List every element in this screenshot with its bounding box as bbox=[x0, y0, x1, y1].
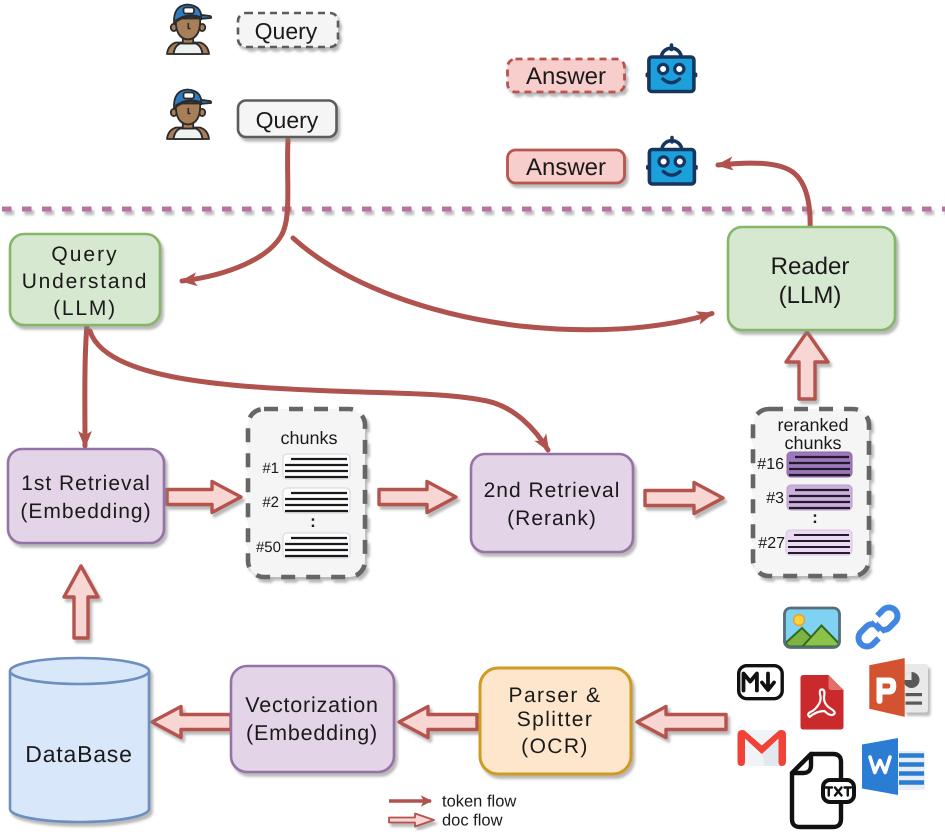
svg-text:(Rerank): (Rerank) bbox=[507, 507, 597, 530]
svg-text:2nd Retrieval: 2nd Retrieval bbox=[484, 479, 621, 502]
svg-text:(OCR): (OCR) bbox=[521, 735, 589, 758]
svg-text:Reader: Reader bbox=[771, 253, 850, 280]
svg-text:Understand: Understand bbox=[22, 270, 149, 293]
svg-text:Answer: Answer bbox=[526, 63, 606, 90]
svg-text:(LLM): (LLM) bbox=[779, 282, 842, 309]
svg-text:1st Retrieval: 1st Retrieval bbox=[21, 472, 151, 495]
svg-text:#16: #16 bbox=[757, 456, 784, 473]
svg-text:Query: Query bbox=[255, 18, 318, 44]
svg-text:#27: #27 bbox=[758, 535, 785, 552]
svg-text:DataBase: DataBase bbox=[25, 741, 132, 767]
svg-text:#50: #50 bbox=[256, 539, 281, 556]
svg-text:chunks: chunks bbox=[784, 433, 841, 453]
svg-text:Query: Query bbox=[256, 107, 319, 133]
svg-text:Query: Query bbox=[51, 243, 118, 266]
svg-text:(Embedding): (Embedding) bbox=[246, 721, 378, 745]
svg-text:(Embedding): (Embedding) bbox=[20, 500, 151, 523]
svg-text:#2: #2 bbox=[262, 494, 279, 511]
svg-text:Vectorization: Vectorization bbox=[245, 693, 379, 717]
svg-text:#1: #1 bbox=[262, 460, 279, 477]
svg-text:Parser &: Parser & bbox=[509, 684, 602, 707]
svg-text::: : bbox=[812, 508, 818, 527]
svg-text:Answer: Answer bbox=[526, 154, 606, 181]
svg-text:token flow: token flow bbox=[442, 793, 516, 811]
svg-text:#3: #3 bbox=[766, 490, 784, 507]
svg-text:(LLM): (LLM) bbox=[53, 297, 117, 320]
svg-text:doc flow: doc flow bbox=[442, 812, 503, 830]
svg-text:reranked: reranked bbox=[777, 415, 848, 435]
svg-text:Splitter: Splitter bbox=[517, 708, 594, 731]
svg-text:chunks: chunks bbox=[280, 428, 337, 448]
svg-text::: : bbox=[310, 512, 316, 531]
